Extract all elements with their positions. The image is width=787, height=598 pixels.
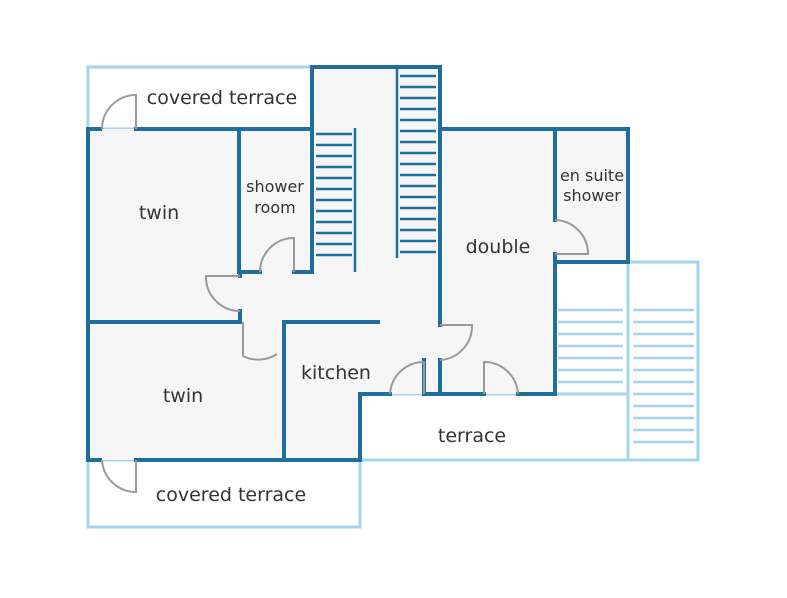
- label-en-suite-line1: en suite: [560, 166, 624, 185]
- door-shower-room: [259, 236, 295, 273]
- door-en-suite: [554, 219, 590, 255]
- label-en-suite-line2: shower: [563, 186, 621, 205]
- outdoor-stairs: [558, 308, 694, 444]
- indoor-floor: [88, 67, 628, 460]
- walls: [86, 65, 630, 462]
- indoor-stairs: [316, 69, 436, 272]
- label-twin-top: twin: [139, 202, 179, 224]
- door-covered-terrace-bottom: [101, 459, 137, 494]
- label-double: double: [466, 236, 531, 258]
- outdoor-stair-left-area: [553, 260, 630, 396]
- door-covered-terrace-top: [101, 93, 137, 130]
- outdoor-stair-right-area: [626, 260, 700, 462]
- label-covered-terrace-bottom: covered terrace: [156, 484, 306, 506]
- doors: [101, 93, 590, 494]
- label-shower-room-line2: room: [254, 198, 295, 217]
- label-twin-bottom: twin: [163, 385, 203, 407]
- door-double-terrace: [483, 360, 519, 395]
- covered-terrace-bottom-area: [86, 458, 362, 529]
- room-labels: covered terrace twin shower room en suit…: [139, 87, 624, 506]
- label-terrace: terrace: [438, 425, 506, 447]
- label-covered-terrace-top: covered terrace: [147, 87, 297, 109]
- door-stair-hall: [439, 324, 474, 361]
- door-twin-bottom: [242, 322, 278, 361]
- label-kitchen: kitchen: [301, 362, 371, 384]
- door-kitchen-terrace: [389, 360, 425, 395]
- door-twin-top: [204, 275, 241, 312]
- covered-terrace-top-area: [86, 65, 314, 131]
- label-shower-room-line1: shower: [246, 177, 304, 196]
